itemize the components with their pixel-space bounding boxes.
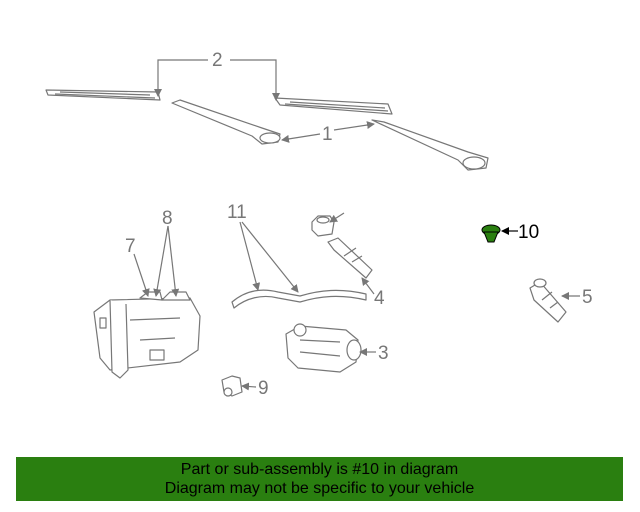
callout-5: 5 <box>582 287 593 308</box>
parts-diagram: 2 1 11 8 7 4 3 9 5 10 <box>45 50 593 399</box>
banner-line-1: Part or sub-assembly is #10 in diagram <box>180 461 459 478</box>
callout-10: 10 <box>518 222 539 243</box>
callout-7: 7 <box>125 236 136 257</box>
wiper-blade-left <box>45 89 161 101</box>
banner-line-2: Diagram may not be specific to your vehi… <box>164 480 475 497</box>
callout-3: 3 <box>378 343 389 364</box>
wiper-motor <box>285 323 362 373</box>
callout-9: 9 <box>258 378 269 399</box>
washer-hose <box>231 289 367 309</box>
callout-8: 8 <box>162 208 173 229</box>
highlighted-part-10 <box>481 224 501 243</box>
pump-connector <box>221 375 243 397</box>
wiper-arm-left <box>171 99 281 145</box>
wiper-arm-right <box>371 119 489 171</box>
callout-2: 2 <box>212 50 223 71</box>
nut-cap <box>311 215 335 237</box>
callout-1: 1 <box>322 124 333 145</box>
leader-lines <box>133 59 580 391</box>
washer-nozzle <box>327 237 373 279</box>
callout-4: 4 <box>374 288 385 309</box>
washer-pump <box>529 278 567 323</box>
callout-11: 11 <box>227 202 247 223</box>
washer-reservoir <box>93 291 201 379</box>
info-banner: Part or sub-assembly is #10 in diagram D… <box>16 457 623 501</box>
wiper-blade-right <box>274 97 393 115</box>
